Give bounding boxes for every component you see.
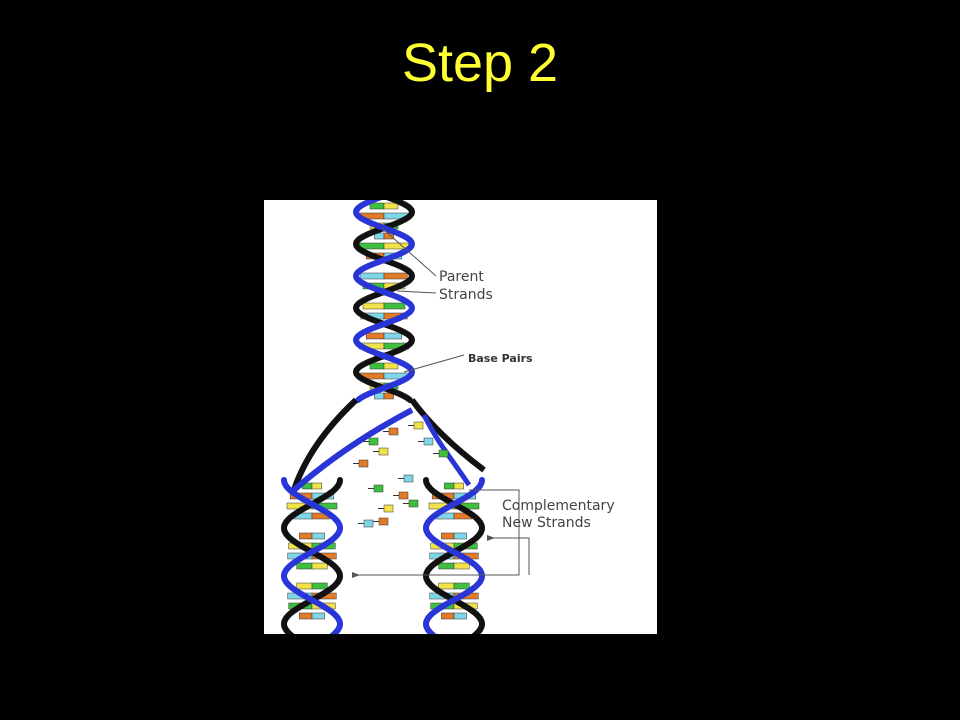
free-nucleotide xyxy=(438,449,449,458)
free-nucleotide xyxy=(398,491,409,500)
free-nucleotide xyxy=(358,459,369,468)
complementary-leader-right xyxy=(487,537,530,575)
right-daughter-base-pair-a xyxy=(441,612,455,620)
left-daughter-base-pair-b xyxy=(311,562,328,570)
slide-title: Step 2 xyxy=(401,33,559,93)
parent-base-pair-b xyxy=(383,272,408,280)
parent-strand-leader-upper xyxy=(381,227,437,277)
base-pairs-label: Base Pairs xyxy=(468,352,533,365)
left-daughter-parent-strand xyxy=(280,477,344,634)
free-nucleotide xyxy=(403,474,414,483)
parent-base-pair-a xyxy=(369,202,385,210)
left-daughter-base-pair-a xyxy=(296,562,313,570)
left-daughter-base-pair-b xyxy=(311,532,325,540)
right-daughter-new-strand xyxy=(422,477,486,634)
complementary-strands-label-line2: New Strands xyxy=(502,515,591,531)
right-daughter-base-pair-a xyxy=(438,582,455,590)
right-daughter-base-pair-b xyxy=(453,612,467,620)
free-nucleotide xyxy=(378,517,389,526)
fork-strand-left xyxy=(291,397,359,491)
parent-base-pair-b xyxy=(383,332,403,340)
leader-lines xyxy=(352,227,530,578)
parent-strand-leader-lower xyxy=(396,290,437,294)
parent-strands-label-line2: Strands xyxy=(439,287,493,303)
left-daughter-base-pair-b xyxy=(311,582,328,590)
free-nucleotide xyxy=(383,504,394,513)
base-pairs-leader xyxy=(403,354,465,373)
right-daughter-base-pair-b xyxy=(453,532,467,540)
parent-base-pair-a xyxy=(365,332,385,340)
arrowhead-right xyxy=(487,535,495,541)
parent-base-pair-a xyxy=(362,302,385,310)
right-daughter-parent-strand xyxy=(422,477,486,634)
right-daughter-base-pair-b xyxy=(453,562,470,570)
parent-base-pair-a xyxy=(360,272,385,280)
free-nucleotide xyxy=(368,437,379,446)
left-daughter-new-strand xyxy=(280,477,344,634)
dna-replication-diagram: Parent Strands Base Pairs Complementary … xyxy=(264,200,657,634)
dna-helix-drawing: Parent Strands Base Pairs Complementary … xyxy=(280,200,615,634)
free-nucleotide xyxy=(363,519,374,528)
right-daughter-base-pair-a xyxy=(444,482,455,490)
parent-strand-1 xyxy=(352,200,416,403)
right-daughter-base-pair-a xyxy=(438,562,455,570)
complementary-leader-left xyxy=(352,489,520,576)
left-daughter-base-pair-a xyxy=(299,612,313,620)
parent-base-pair-a xyxy=(369,362,385,370)
parent-base-pair-b xyxy=(383,232,394,240)
complementary-strands-label-line1: Complementary xyxy=(502,498,615,514)
free-nucleotide xyxy=(413,421,424,430)
right-daughter-base-pair-b xyxy=(453,582,470,590)
left-daughter-base-pair-a xyxy=(299,532,313,540)
left-daughter-base-pair-b xyxy=(311,482,322,490)
left-daughter-base-pair-a xyxy=(296,582,313,590)
right-daughter-base-pair-b xyxy=(453,482,464,490)
parent-strands-label-line1: Parent xyxy=(439,269,484,285)
free-nucleotide xyxy=(378,447,389,456)
parent-base-pair-b xyxy=(383,392,394,400)
free-nucleotide xyxy=(373,484,384,493)
fork-new-left xyxy=(292,407,414,493)
left-daughter-base-pair-b xyxy=(311,612,325,620)
parent-base-pair-b xyxy=(383,362,399,370)
parent-strand-2 xyxy=(352,200,416,403)
free-nucleotide xyxy=(423,437,434,446)
parent-base-pair-b xyxy=(383,202,399,210)
arrowhead-left xyxy=(352,572,360,578)
free-nucleotide xyxy=(408,499,419,508)
free-nucleotides-layer xyxy=(353,421,449,528)
fork-strand-right xyxy=(409,398,486,473)
free-nucleotide xyxy=(388,427,399,436)
right-daughter-base-pair-a xyxy=(441,532,455,540)
parent-base-pair-b xyxy=(383,302,406,310)
